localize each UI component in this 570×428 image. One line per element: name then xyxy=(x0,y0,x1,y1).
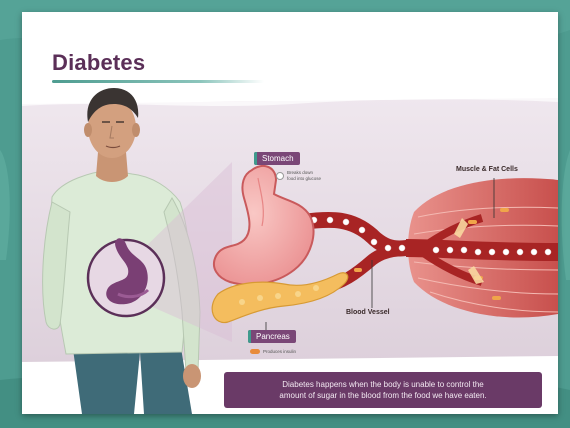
blood-vessel-label: Blood Vessel xyxy=(346,309,390,316)
zoom-circle xyxy=(88,238,164,316)
muscle-fat-cells-label: Muscle & Fat Cells xyxy=(456,166,518,173)
caption-line-2: amount of sugar in the blood from the fo… xyxy=(234,390,532,401)
infographic-card: Diabetes xyxy=(22,12,558,414)
pancreas-note: Produces insulin xyxy=(263,349,296,355)
caption-line-1: Diabetes happens when the body is unable… xyxy=(234,379,532,390)
pancreas-label: Pancreas xyxy=(248,330,296,343)
insulin-capsule-icon xyxy=(250,349,260,354)
glucose-dot-icon xyxy=(276,172,284,180)
stomach-note: Breaks down food into glucose xyxy=(287,170,321,181)
stomach-label: Stomach xyxy=(254,152,300,165)
caption-box: Diabetes happens when the body is unable… xyxy=(224,372,542,408)
